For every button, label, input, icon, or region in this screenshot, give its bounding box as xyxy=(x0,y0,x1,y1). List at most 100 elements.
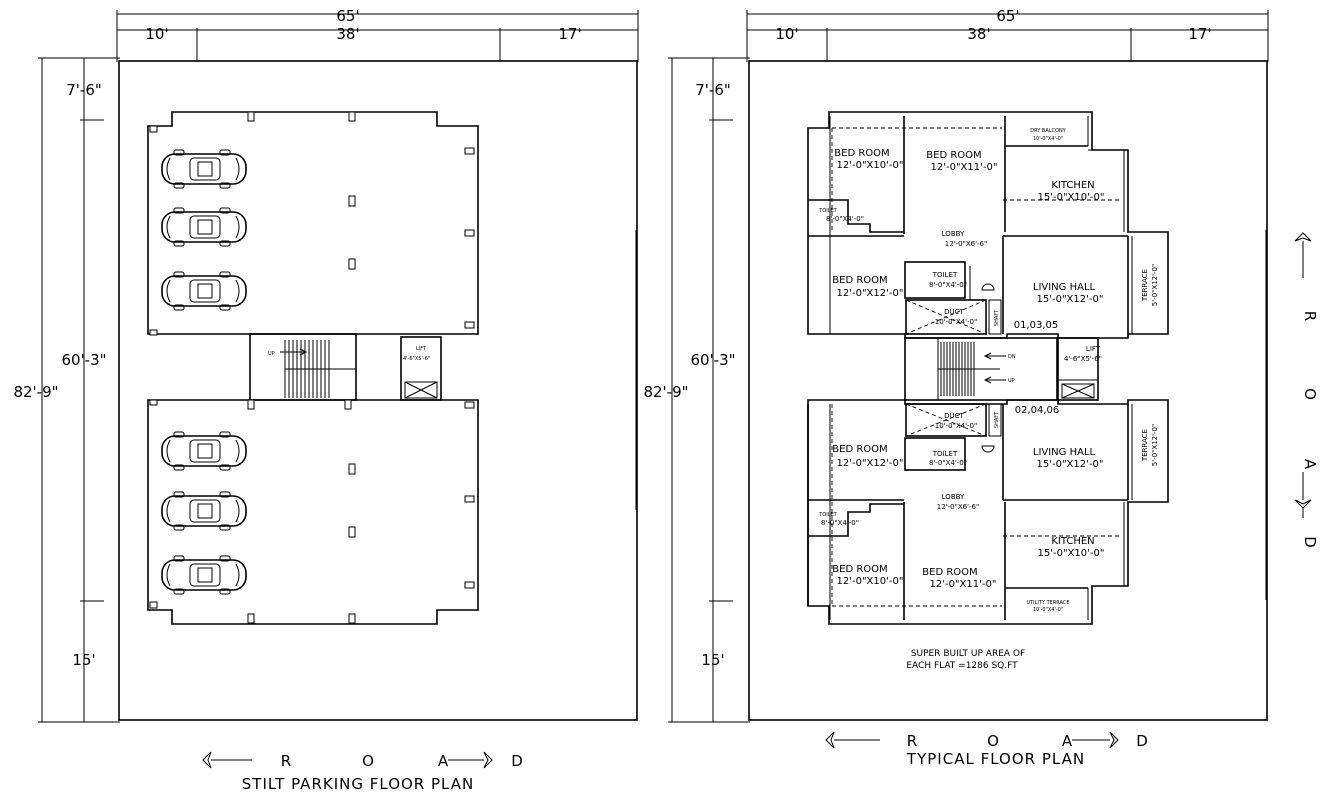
stilt-lift-label: LIFT xyxy=(416,346,427,352)
bed-room-2-label: BED ROOM xyxy=(926,150,981,161)
svg-text:R: R xyxy=(1301,311,1319,321)
car-6 xyxy=(161,555,247,595)
stilt-parked-cars xyxy=(161,149,247,595)
typical-dim-seg2: 38' xyxy=(967,25,990,43)
stilt-columns xyxy=(149,111,475,624)
typical-road-label-right: R O A D xyxy=(1294,232,1319,548)
stilt-stair-core xyxy=(249,333,357,401)
living-hall-label-lower: LIVING HALL xyxy=(1033,447,1096,458)
stilt-dim-front: 7'-6" xyxy=(66,81,102,99)
lower-flat xyxy=(807,399,1169,625)
kitchen-size-lower: 15'-0"X10'-0" xyxy=(1038,548,1105,559)
typical-dim-total-depth: 82'-9" xyxy=(643,383,688,401)
stilt-plot-boundary xyxy=(118,60,638,721)
utility-terrace-label: UTILITY TERRACE xyxy=(1026,600,1069,606)
svg-text:D: D xyxy=(1136,732,1148,750)
upper-flat xyxy=(807,111,1169,339)
svg-text:A: A xyxy=(438,752,449,770)
toilet-size-upper-left: 8'-0"X4'-0" xyxy=(826,215,864,223)
typical-dim-front: 7'-6" xyxy=(695,81,731,99)
bed-room-5-label: BED ROOM xyxy=(832,564,887,575)
living-hall-size-upper: 15'-0"X12'-0" xyxy=(1037,294,1104,305)
stilt-stair-up-label: UP xyxy=(268,351,275,357)
svg-text:R: R xyxy=(281,752,291,770)
toilet-label-lower-left: TOILET xyxy=(818,512,837,518)
bed-room-2-size: 12'-0"X11'-0" xyxy=(931,162,998,173)
bed-room-1-size: 12'-0"X10'-0" xyxy=(837,160,904,171)
stilt-dim-mid: 60'-3" xyxy=(61,351,106,369)
shaft-label-lower: SHAFT xyxy=(994,411,1000,428)
stilt-lift-shaft xyxy=(400,336,442,401)
car-1 xyxy=(161,149,247,189)
stilt-road-label: R O A D xyxy=(202,751,523,770)
svg-text:R: R xyxy=(907,732,917,750)
typical-dim-mid: 60'-3" xyxy=(690,351,735,369)
stilt-dim-seg3: 17' xyxy=(558,25,581,43)
bed-room-3-size: 12'-0"X12'-0" xyxy=(837,288,904,299)
area-note-line2: EACH FLAT =1286 SQ.FT xyxy=(906,661,1018,671)
bed-room-6-label: BED ROOM xyxy=(922,567,977,578)
toilet-size-upper: 8'-0"X4'-0" xyxy=(929,281,967,289)
lift-size: 4'-6"X5'-6" xyxy=(1064,355,1102,363)
stilt-dim-total-width: 65' xyxy=(336,7,359,25)
car-5 xyxy=(161,491,247,531)
area-note-line1: SUPER BUILT UP AREA OF xyxy=(911,649,1025,659)
stilt-lift-size: 4'-6"X5'-6" xyxy=(403,356,430,362)
toilet-size-lower: 8'-0"X4'-0" xyxy=(929,459,967,467)
lift-label: LIFT xyxy=(1086,345,1101,353)
svg-text:D: D xyxy=(511,752,523,770)
stilt-plan-title: STILT PARKING FLOOR PLAN xyxy=(242,775,474,793)
terrace-label-upper: TERRACE xyxy=(1141,269,1149,302)
terrace-size-lower: 5'-0"X12'-0" xyxy=(1151,424,1159,466)
toilet-label-lower: TOILET xyxy=(932,450,958,458)
duct-size-upper: 10'-0"X4'-0" xyxy=(935,318,977,326)
stilt-lower-slab xyxy=(147,399,479,625)
typical-plan-title: TYPICAL FLOOR PLAN xyxy=(906,750,1085,768)
living-hall-label-upper: LIVING HALL xyxy=(1033,282,1096,293)
stilt-lift-car xyxy=(404,381,438,399)
duct-label-upper: DUCT xyxy=(944,308,964,316)
kitchen-label-lower: KITCHEN xyxy=(1051,536,1094,547)
typical-road-label-bottom: R O A D xyxy=(825,731,1148,750)
dry-balcony-size: 10'-0"X4'-0" xyxy=(1033,136,1063,142)
bed-room-1-label: BED ROOM xyxy=(834,148,889,159)
lobby-size-lower: 12'-0"X6'-6" xyxy=(937,503,979,511)
bed-room-4-label: BED ROOM xyxy=(832,444,887,455)
terrace-size-upper: 5'-0"X12'-0" xyxy=(1151,264,1159,306)
svg-text:A: A xyxy=(1062,732,1073,750)
kitchen-label-upper: KITCHEN xyxy=(1051,180,1094,191)
stilt-dim-rear: 15' xyxy=(72,651,95,669)
dry-balcony-label: DRY BALCONY xyxy=(1030,128,1066,134)
typical-dim-seg3: 17' xyxy=(1188,25,1211,43)
typical-dim-rear: 15' xyxy=(701,651,724,669)
bed-room-4-size: 12'-0"X12'-0" xyxy=(837,458,904,469)
shaft-label-upper: SHAFT xyxy=(994,309,1000,326)
flat-ids-upper: 01,03,05 xyxy=(1014,320,1059,331)
typical-dim-seg1: 10' xyxy=(775,25,798,43)
bed-room-3-label: BED ROOM xyxy=(832,275,887,286)
stilt-dim-seg1: 10' xyxy=(145,25,168,43)
typical-core: DN UP xyxy=(904,337,1099,401)
svg-text:O: O xyxy=(987,732,999,750)
car-2 xyxy=(161,207,247,247)
stilt-dim-seg2: 38' xyxy=(336,25,359,43)
typical-plot-boundary xyxy=(748,60,1268,721)
stilt-stair-treads xyxy=(284,340,356,398)
kitchen-size-upper: 15'-0"X10'-0" xyxy=(1038,192,1105,203)
toilet-label-upper: TOILET xyxy=(932,271,958,279)
lobby-label-lower: LOBBY xyxy=(942,493,965,501)
toilet-size-lower-left: 8'-0"X4'-0" xyxy=(821,519,859,527)
typical-dim-total-width: 65' xyxy=(996,7,1019,25)
terrace-label-lower: TERRACE xyxy=(1141,429,1149,462)
stilt-dim-total-depth: 82'-9" xyxy=(13,383,58,401)
svg-text:O: O xyxy=(362,752,374,770)
car-3 xyxy=(161,271,247,311)
duct-size-lower: 10'-0"X4'-0" xyxy=(935,422,977,430)
stair-up-label: UP xyxy=(1008,378,1015,384)
lobby-label-upper: LOBBY xyxy=(942,230,965,238)
bed-room-5-size: 12'-0"X10'-0" xyxy=(837,576,904,587)
toilet-label-upper-left: TOILET xyxy=(818,208,837,214)
typical-plan: DN UP xyxy=(643,7,1319,768)
utility-terrace-size: 10'-0"X4'-0" xyxy=(1033,607,1063,613)
